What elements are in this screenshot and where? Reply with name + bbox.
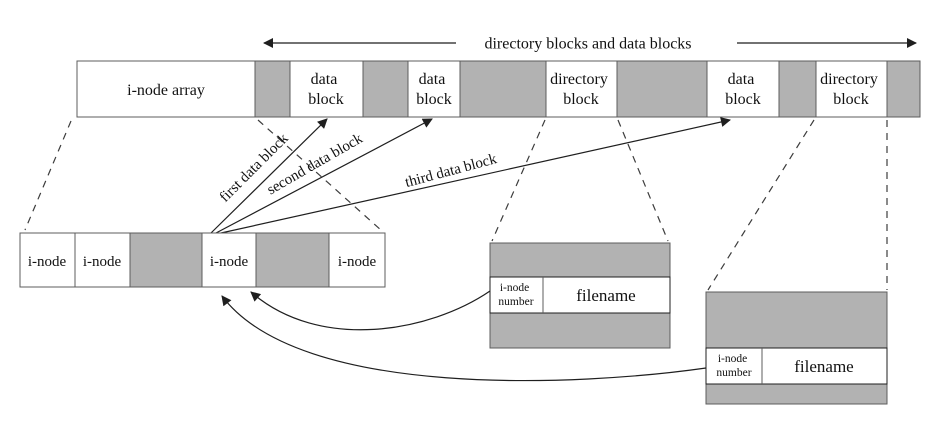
unlabeled-block — [254, 60, 291, 118]
segment-directory-block-2-label: directory block — [820, 71, 882, 108]
unlabeled-block — [778, 60, 817, 118]
unlabeled-block — [362, 60, 409, 118]
directory-entry-row-2 — [705, 347, 888, 385]
unused-inode-slot — [129, 232, 203, 288]
first-data-block-label: first data block — [217, 130, 292, 205]
directory-entry-back-pointers — [221, 290, 707, 382]
segment-data-block-1-label: data block — [308, 71, 344, 108]
segment-directory-block-1-label: directory block — [550, 71, 612, 108]
inode-number-label-2: i-node number — [716, 353, 751, 379]
unused-inode-slot — [255, 232, 330, 288]
unlabeled-block — [616, 60, 708, 118]
entry2-to-inode-arrow — [221, 295, 707, 382]
segment-inode-array-label: i-node array — [127, 82, 205, 99]
dashed-connectors — [24, 119, 888, 291]
dashed-connector-dirblock1-left — [491, 119, 546, 242]
directory-block-detail-1: i-node number filename — [489, 242, 671, 349]
inode-cell-label: i-node — [338, 254, 377, 270]
extent-arrow: directory blocks and data blocks — [263, 36, 917, 53]
filename-label-2: filename — [794, 357, 853, 376]
inode-number-label-1: i-node number — [498, 282, 533, 308]
inode-cell-label: i-node — [210, 254, 249, 270]
inode-cell-label: i-node — [83, 254, 122, 270]
third-data-block-label: third data block — [403, 151, 499, 191]
entry1-to-inode-arrow — [250, 290, 491, 331]
inode-array-expanded: i-node i-node i-node i-node — [19, 232, 386, 288]
unlabeled-block — [459, 60, 547, 118]
third-data-block-arrow — [220, 117, 731, 234]
dashed-connector-dirblock1-right — [617, 119, 669, 242]
dashed-connector-dirblock2-left — [707, 119, 815, 291]
directory-block-detail-2: i-node number filename — [705, 291, 888, 405]
dashed-connector-inode-array-right — [257, 119, 383, 232]
inode-pointer-arrows: first data block second data block third… — [210, 117, 731, 234]
segment-data-block-2-label: data block — [416, 71, 452, 108]
diagram-title: directory blocks and data blocks — [484, 36, 691, 53]
filename-label-1: filename — [576, 286, 635, 305]
disk-layout-bar: i-node array data block data block direc… — [76, 60, 921, 118]
unlabeled-block — [886, 60, 921, 118]
inode-cell-label: i-node — [28, 254, 67, 270]
segment-data-block-3-label: data block — [725, 71, 761, 108]
dashed-connector-inode-array-left — [24, 120, 72, 231]
first-data-block-arrow — [210, 118, 328, 234]
second-data-block-arrow — [215, 118, 433, 234]
directory-entry-row-1 — [489, 276, 671, 314]
